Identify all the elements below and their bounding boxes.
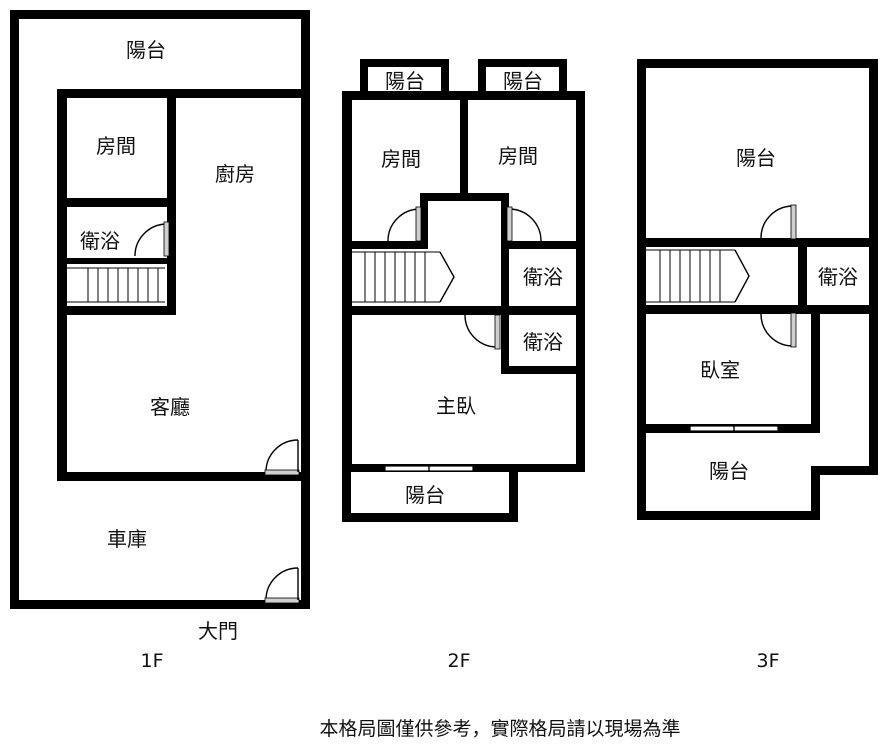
- 1f-garage-label: 車庫: [107, 527, 147, 551]
- disclaimer-text: 本格局圖僅供參考，實際格局請以現場為準: [319, 718, 680, 740]
- 2f-wall-left: [342, 91, 352, 472]
- 3f-wall-bath-left: [798, 238, 807, 314]
- 2f-balcony-left-l: [360, 59, 368, 99]
- 3f-wall-stair-bottom: [637, 305, 878, 314]
- 2f-wall-corridor-right: [501, 193, 509, 373]
- 2f-balcony-right-label: 陽台: [503, 69, 543, 93]
- 1f-wall-balcony-divider: [57, 89, 310, 98]
- 2f-stairs: [352, 251, 455, 303]
- 2f-wall-bedroom-left-bottom: [342, 241, 428, 249]
- 2f-bathroom-lower-label: 衛浴: [523, 330, 563, 354]
- 1f-wall-right: [301, 10, 310, 609]
- 3f-wall-step-right: [811, 466, 820, 520]
- 2f-master-bedroom-label: 主臥: [436, 394, 476, 418]
- 1f-wall-inner-bottom: [57, 472, 310, 481]
- 3f-wall-top: [637, 59, 878, 68]
- 3f-balcony-door: [760, 204, 797, 240]
- 3f-bedroom-door: [760, 312, 797, 348]
- 3f-floor-label: 3F: [756, 650, 779, 672]
- 1f-bathroom-door: [134, 221, 170, 257]
- 2f-balcony-right-top: [478, 59, 567, 67]
- 3f-wall-bottom: [637, 511, 820, 520]
- 2f-bedroom-right-door: [506, 206, 542, 242]
- 1f-wall-stair-bottom: [57, 306, 176, 315]
- 1f-floor-label: 1F: [140, 650, 163, 672]
- 2f-wall-bedroom-right-bottom: [501, 241, 585, 249]
- 1f-living-room-door: [264, 439, 300, 476]
- 3f-wall-balcony-top-bottom: [637, 238, 878, 247]
- 1f-wall-left: [10, 10, 19, 609]
- 1f-wall-inner-left: [57, 89, 67, 481]
- 2f-wall-bedroom-divider: [460, 91, 468, 201]
- 2f-balcony-right-l: [478, 59, 486, 99]
- 3f-wall-bedroom-right: [811, 305, 820, 433]
- 2f-bedroom-left-label: 房間: [381, 147, 421, 171]
- 2f-bedroom-right-label: 房間: [498, 144, 538, 168]
- 1f-bedroom-label: 房間: [96, 134, 136, 158]
- 2f-wall-right: [576, 91, 585, 472]
- floor-3f-plan: 陽台 衛浴 臥室 陽台 3F: [637, 59, 878, 672]
- 2f-balcony-bottom-right: [509, 464, 518, 522]
- 2f-master-door: [464, 314, 501, 350]
- 2f-bathroom-upper-label: 衛浴: [523, 265, 563, 289]
- 3f-bedroom-label: 臥室: [700, 358, 740, 382]
- floor-2f-plan: 陽台 陽台 房間 房間 衛浴 衛浴 主臥 陽台 2F: [342, 59, 585, 672]
- 2f-balcony-left-top: [360, 59, 449, 67]
- 1f-living-room-label: 客廳: [150, 395, 190, 419]
- 3f-balcony-top-label: 陽台: [736, 146, 776, 170]
- 3f-bathroom-label: 衛浴: [818, 265, 858, 289]
- 2f-bedroom-left-door: [387, 206, 422, 242]
- 3f-balcony-bottom-label: 陽台: [709, 459, 749, 483]
- 3f-stairs: [646, 249, 750, 303]
- 3f-bedroom-window: [689, 425, 779, 432]
- 2f-wall-bath-lower-bottom: [501, 366, 585, 374]
- 2f-balcony-bottom-bottom: [342, 513, 518, 522]
- 2f-wall-corridor-left: [420, 193, 428, 241]
- 3f-wall-left: [637, 59, 646, 520]
- 1f-wall-room-bottom: [57, 198, 176, 207]
- 1f-wall-top: [10, 10, 310, 19]
- 1f-stairs: [67, 267, 165, 303]
- 1f-main-door-label: 大門: [198, 619, 238, 643]
- 2f-balcony-left-label: 陽台: [385, 69, 425, 93]
- 2f-balcony-right-r: [559, 59, 567, 99]
- 1f-wall-bottom: [10, 600, 310, 609]
- floor-1f-plan: 陽台 房間 廚房 衛浴 客廳 車庫 大門 1F: [10, 10, 310, 672]
- 1f-balcony-label: 陽台: [126, 38, 166, 62]
- 1f-bathroom-label: 衛浴: [80, 229, 120, 253]
- 3f-wall-right-upper: [869, 59, 878, 475]
- 2f-master-window: [384, 465, 474, 472]
- 2f-wall-stair-bottom: [342, 306, 585, 315]
- 2f-wall-corridor-top: [420, 193, 509, 201]
- 1f-main-door: [264, 567, 300, 604]
- 2f-balcony-left-r: [441, 59, 449, 99]
- 3f-wall-step-top: [811, 466, 878, 475]
- 1f-wall-bath-bottom: [57, 258, 176, 264]
- 2f-floor-label: 2F: [447, 650, 470, 672]
- 2f-balcony-bottom-left: [342, 464, 351, 522]
- 2f-balcony-bottom-label: 陽台: [405, 483, 445, 507]
- 1f-kitchen-label: 廚房: [215, 162, 255, 186]
